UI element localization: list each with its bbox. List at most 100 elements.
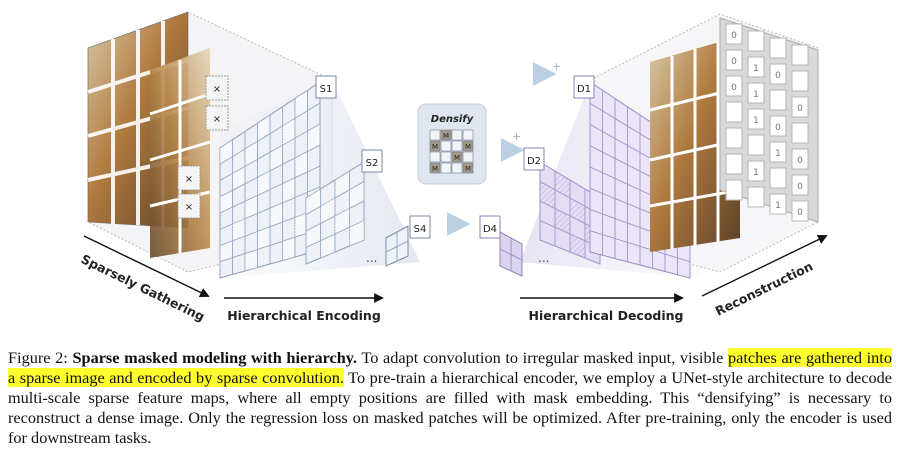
label-hierarchical-encoding: Hierarchical Encoding — [227, 308, 381, 323]
mask-map-value: 1 — [775, 149, 781, 159]
mask-map-value: 0 — [797, 208, 803, 218]
densify-cell — [429, 162, 441, 174]
grid-cell — [334, 207, 350, 235]
grid-cell — [307, 144, 321, 173]
mask-map-value: 0 — [797, 182, 803, 192]
caption-text-2: To pre-train a hierarchical encoder, we … — [8, 368, 892, 447]
stage-label-d4: D4 — [483, 224, 497, 235]
mask-token: M — [454, 154, 460, 162]
densify-cell — [429, 140, 441, 152]
mask-map-cell — [791, 200, 809, 222]
mask-map-cell — [747, 56, 765, 78]
mask-token: M — [465, 143, 471, 151]
mask-map-value: 0 — [797, 104, 803, 114]
architecture-figure: × × × × S1 S2 S4 ... + + Den — [79, 11, 828, 324]
gathering-arrow — [83, 235, 210, 297]
densify-cell — [440, 140, 452, 152]
masked-patch-x: × — [185, 202, 193, 213]
masked-input-image: × × × × — [87, 11, 229, 258]
grid-cell — [349, 219, 365, 247]
reconstruction-arrow — [701, 235, 828, 297]
densify-cell — [462, 151, 474, 163]
mask-map-cell — [725, 153, 743, 175]
mask-map-cell — [725, 179, 743, 201]
decoder-stage-d2: D2 — [523, 147, 601, 265]
stage-label-s2: S2 — [366, 158, 379, 169]
densify-cell — [462, 140, 474, 152]
mask-map-cell — [769, 37, 787, 59]
mask-map-value: 1 — [753, 116, 759, 126]
grid-cell — [244, 248, 258, 272]
mask-token: M — [432, 165, 438, 173]
grid-cell — [307, 123, 321, 153]
encoder-stage-s2: S2 — [305, 149, 383, 265]
mask-map-cell — [725, 49, 743, 71]
stage-label-s1: S1 — [320, 84, 333, 95]
reconstructed-image — [649, 36, 741, 252]
mask-map-value: 1 — [753, 168, 759, 178]
mask-token: M — [465, 165, 471, 173]
densify-cell — [451, 162, 463, 174]
mask-map-cell — [747, 134, 765, 156]
mask-map-cell — [791, 44, 809, 66]
mask-map-value: 1 — [753, 90, 759, 100]
densify-cell — [429, 151, 441, 163]
densify-cell — [429, 129, 441, 141]
masked-patch-markers: × × × × — [177, 75, 229, 219]
mask-map-value: 0 — [775, 71, 781, 81]
mask-map-cell — [725, 23, 743, 45]
mask-map-value: 0 — [731, 57, 737, 67]
mask-map-cell — [725, 101, 743, 123]
masked-patch-x: × — [185, 174, 193, 185]
densify-label: Densify — [431, 114, 474, 125]
mask-map-cell — [747, 108, 765, 130]
grid-cell — [677, 257, 691, 279]
plus-top: + — [552, 60, 561, 73]
grid-cell — [244, 158, 258, 185]
mask-map-cell — [769, 89, 787, 111]
mask-map-value: 0 — [731, 31, 737, 41]
mask-map-cell — [747, 30, 765, 52]
masked-patch-x: × — [213, 114, 221, 125]
stage-label-d2: D2 — [527, 156, 541, 167]
mask-map-cell — [769, 193, 787, 215]
densify-cell — [451, 140, 463, 152]
grid-cell — [282, 236, 296, 262]
mask-map-value: 0 — [731, 83, 737, 93]
densify-cell — [440, 151, 452, 163]
mask-map-cell — [791, 70, 809, 92]
densify-cell — [462, 162, 474, 174]
mask-token: M — [443, 132, 449, 140]
caption-label: Figure 2: — [8, 348, 68, 367]
grid-cell — [232, 148, 246, 175]
densify-cell — [451, 129, 463, 141]
densify-cell — [462, 129, 474, 141]
caption-text-1: To adapt convolution to irregular masked… — [361, 348, 724, 367]
grid-cell — [257, 170, 271, 197]
stage-label-s4: S4 — [414, 224, 427, 235]
encoder-stage-s1: S1 — [219, 75, 337, 279]
encoder-ellipsis: ... — [366, 251, 377, 265]
mask-map-cell — [769, 141, 787, 163]
masked-patch-x: × — [213, 84, 221, 95]
mask-map-cell — [791, 148, 809, 170]
mask-map-cell — [769, 115, 787, 137]
decoder-stage-d4: D4 — [479, 215, 523, 277]
densify-cell — [451, 151, 463, 163]
encoder-stage-s4: S4 — [385, 215, 431, 267]
plus-mid: + — [512, 130, 521, 143]
mask-map-cell — [791, 174, 809, 196]
mask-map-cell — [791, 122, 809, 144]
mask-map-cell — [725, 127, 743, 149]
densify-cell — [440, 129, 452, 141]
densify-cell — [440, 162, 452, 174]
mask-map-value: 0 — [775, 123, 781, 133]
mask-map-value: 1 — [775, 201, 781, 211]
caption-title: Sparse masked modeling with hierarchy. — [72, 348, 358, 367]
stage-label-d1: D1 — [577, 84, 591, 95]
mask-map-cell — [791, 96, 809, 118]
mask-map-cell — [769, 63, 787, 85]
